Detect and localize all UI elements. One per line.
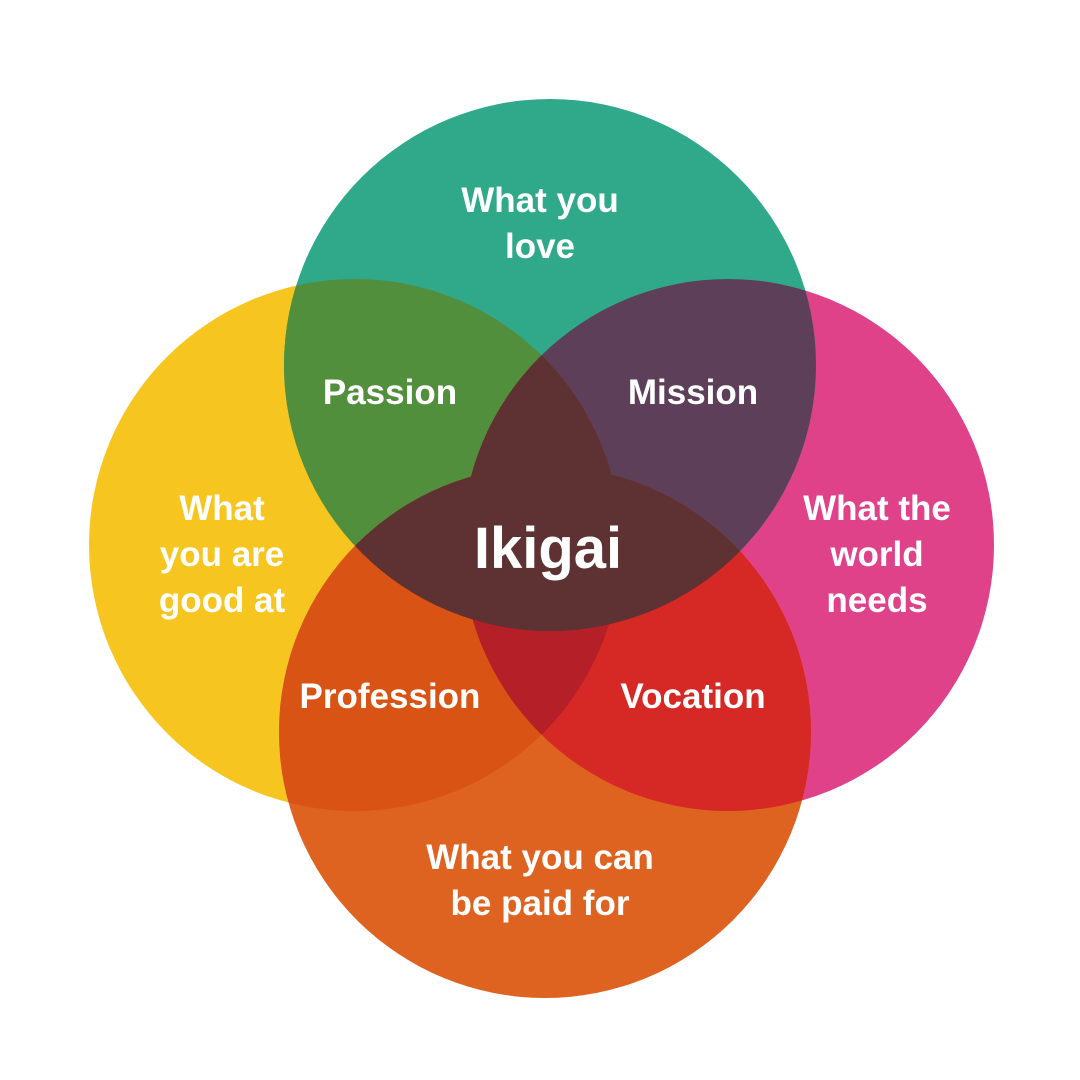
label-vocation: Vocation <box>620 677 765 716</box>
label-love-2: love <box>505 227 575 266</box>
label-world-1: What the <box>803 489 951 528</box>
region-passion <box>284 279 621 631</box>
label-passion: Passion <box>323 373 457 412</box>
label-love-1: What you <box>461 181 618 220</box>
label-paid-2: be paid for <box>451 884 630 923</box>
label-good-at-2: you are <box>160 535 285 574</box>
label-world-2: world <box>829 535 923 574</box>
label-good-at-3: good at <box>159 581 286 620</box>
label-ikigai: Ikigai <box>474 516 622 581</box>
label-profession: Profession <box>300 677 481 716</box>
label-world-3: needs <box>826 581 927 620</box>
label-mission: Mission <box>628 373 758 412</box>
label-good-at-1: What <box>179 489 265 528</box>
label-paid-1: What you can <box>426 838 654 877</box>
